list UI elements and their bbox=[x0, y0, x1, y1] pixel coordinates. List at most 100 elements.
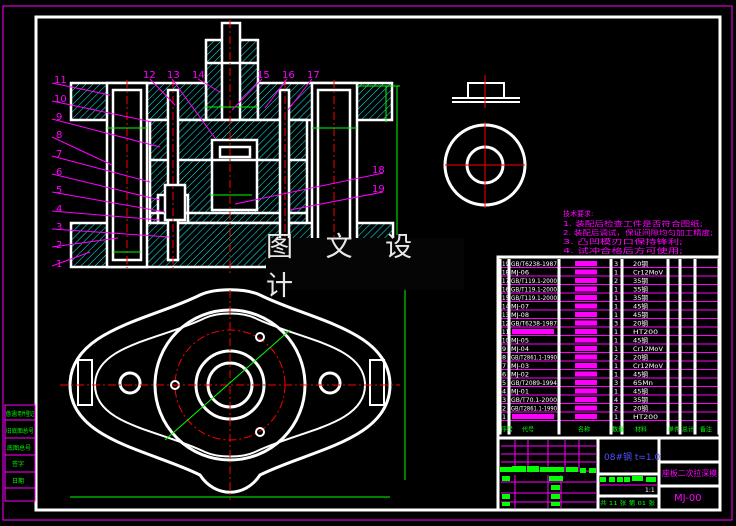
part-material: 20钢 bbox=[633, 354, 648, 362]
part-code: GB/T119.1-2000 bbox=[511, 294, 557, 302]
column-header: 序号 bbox=[501, 426, 513, 434]
part-qty: 2 bbox=[614, 277, 618, 285]
part-material: HT200 bbox=[633, 413, 658, 421]
part-name-text bbox=[575, 278, 597, 283]
part-code: MJ-02 bbox=[511, 371, 529, 379]
balloon-12: 12 bbox=[143, 70, 156, 81]
part-name-text bbox=[575, 312, 597, 317]
part-code: GB/T2861.1-1990 bbox=[511, 405, 557, 413]
part-name-text bbox=[575, 388, 597, 394]
part-code-bar bbox=[512, 329, 554, 334]
part-material: 45钢 bbox=[633, 337, 648, 345]
part-code: MJ-08 bbox=[511, 311, 529, 319]
part-no: 15 bbox=[502, 294, 509, 302]
part-name-text bbox=[575, 329, 597, 334]
sheet-count: 共 11 张 第 01 张 bbox=[600, 499, 656, 507]
part-no: 7 bbox=[502, 362, 506, 370]
balloons: 11 10 9 8 7 6 5 4 3 2 1 12 13 14 15 16 1… bbox=[51, 70, 385, 270]
part-code: GB/T70.1-2000 bbox=[511, 396, 557, 404]
part-name-text bbox=[575, 286, 597, 292]
part-name-text bbox=[575, 380, 597, 385]
tech-item: 2. 装配后调试，保证间隙均匀加工精度; bbox=[563, 228, 713, 237]
outer-border bbox=[2, 5, 733, 521]
part-name-text bbox=[575, 363, 597, 368]
part-name-text bbox=[575, 295, 597, 300]
part-material: 35钢 bbox=[633, 286, 648, 294]
part-qty: 3 bbox=[614, 260, 618, 268]
balloon-15: 15 bbox=[257, 70, 270, 81]
part-code: GB/T119.1-2000 bbox=[511, 277, 557, 285]
part-no: 6 bbox=[502, 371, 506, 379]
part-name-text bbox=[575, 261, 597, 266]
part-material: 35钢 bbox=[633, 396, 648, 404]
part-material: 45钢 bbox=[633, 311, 648, 319]
part-no: 11 bbox=[502, 328, 509, 336]
part-code: MJ-07 bbox=[511, 303, 529, 311]
part-material: 45钢 bbox=[633, 303, 648, 311]
balloon-6: 6 bbox=[56, 167, 62, 178]
part-name-text bbox=[575, 346, 597, 351]
side-label: 旧底图总号 bbox=[6, 427, 34, 435]
part-no: 2 bbox=[502, 405, 506, 413]
tech-requirements: 技术要求: 1. 装配后检查工件是否符合图纸; 2. 装配后调试，保证间隙均匀加… bbox=[563, 209, 713, 255]
part-name-text bbox=[575, 320, 597, 326]
drawing-number: MJ-00 bbox=[674, 493, 702, 504]
part-material: 35钢 bbox=[633, 277, 648, 285]
column-header: 备注 bbox=[700, 426, 712, 434]
column-header: 材料 bbox=[635, 426, 647, 434]
tech-title: 技术要求: bbox=[563, 209, 593, 218]
title-block: 08#钢 t=1.0 座板二次拉深模 MJ-00 1:1 共 11 张 第 01… bbox=[498, 436, 720, 510]
part-no: 19 bbox=[502, 260, 509, 268]
tech-item: 1. 装配后检查工件是否符合图纸; bbox=[563, 219, 703, 228]
part-code: MJ-01 bbox=[511, 388, 529, 396]
part-qty: 1 bbox=[614, 269, 618, 277]
part-code-bar bbox=[512, 414, 554, 419]
part-material: 20钢 bbox=[633, 260, 648, 268]
column-header: 数量 bbox=[612, 426, 624, 434]
part-qty: 1 bbox=[614, 413, 618, 421]
part-material: HT200 bbox=[633, 328, 658, 336]
part-code: GB/T2861.1-1990 bbox=[511, 354, 557, 362]
part-no: 9 bbox=[502, 345, 506, 353]
part-qty: 1 bbox=[614, 311, 618, 319]
part-qty: 1 bbox=[614, 328, 618, 336]
part-material: 45钢 bbox=[633, 371, 648, 379]
part-no: 18 bbox=[502, 269, 509, 277]
part-material: 35钢 bbox=[633, 294, 648, 302]
balloon-10: 10 bbox=[54, 94, 67, 105]
part-no: 13 bbox=[502, 311, 509, 319]
balloon-9: 9 bbox=[56, 112, 62, 123]
part-name-text bbox=[575, 269, 597, 275]
part-qty: 1 bbox=[614, 371, 618, 379]
balloon-4: 4 bbox=[56, 204, 62, 215]
balloon-14: 14 bbox=[192, 70, 205, 81]
side-label: 签字 bbox=[12, 460, 24, 468]
balloon-17: 17 bbox=[307, 70, 320, 81]
watermark: 图 文 设 计 bbox=[266, 232, 464, 302]
part-material: 20钢 bbox=[633, 320, 648, 328]
column-header: 总计 bbox=[682, 426, 694, 434]
material-spec: 08#钢 t=1.0 bbox=[604, 451, 661, 463]
balloon-1: 1 bbox=[56, 259, 62, 270]
column-header: 代号 bbox=[522, 426, 534, 434]
balloon-5: 5 bbox=[56, 185, 62, 196]
part-qty: 1 bbox=[614, 303, 618, 311]
part-qty: 1 bbox=[614, 345, 618, 353]
part-material: Cr12MoV bbox=[633, 269, 664, 277]
balloon-2: 2 bbox=[56, 240, 62, 251]
balloon-8: 8 bbox=[56, 130, 62, 141]
part-no: 8 bbox=[502, 354, 506, 362]
part-name-text bbox=[575, 303, 597, 309]
part-qty: 4 bbox=[614, 396, 618, 404]
balloon-16: 16 bbox=[282, 70, 295, 81]
base-outline bbox=[68, 288, 392, 494]
part-no: 10 bbox=[502, 337, 509, 345]
part-qty: 1 bbox=[614, 337, 618, 345]
part-no: 4 bbox=[502, 388, 506, 396]
part-no: 3 bbox=[502, 396, 506, 404]
balloon-19: 19 bbox=[372, 184, 385, 195]
part-material: Cr12MoV bbox=[633, 345, 664, 353]
part-no: 1 bbox=[502, 413, 506, 421]
part-name-text bbox=[575, 414, 597, 419]
part-no: 14 bbox=[502, 303, 509, 311]
